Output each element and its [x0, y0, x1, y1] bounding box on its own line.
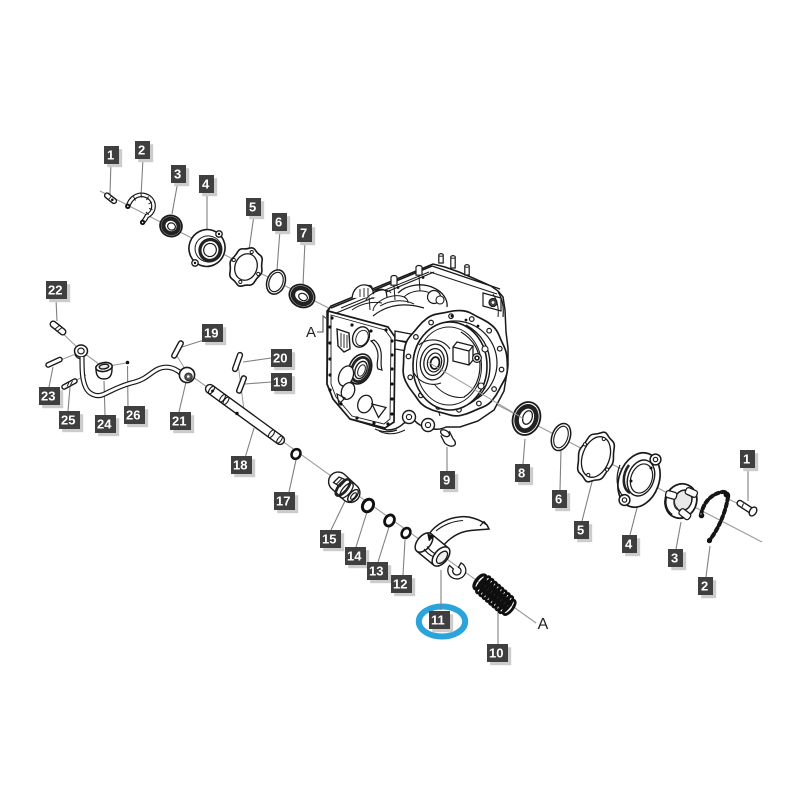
svg-text:A: A: [306, 324, 316, 341]
svg-text:5: 5: [249, 200, 256, 215]
svg-text:5: 5: [577, 523, 584, 538]
svg-text:1: 1: [743, 452, 750, 467]
svg-text:21: 21: [172, 414, 186, 429]
svg-text:20: 20: [273, 351, 287, 366]
svg-text:3: 3: [174, 167, 181, 182]
svg-text:14: 14: [347, 549, 362, 564]
svg-text:11: 11: [431, 613, 445, 628]
svg-text:8: 8: [518, 466, 525, 481]
svg-text:4: 4: [202, 177, 210, 192]
svg-text:10: 10: [489, 646, 503, 661]
svg-text:6: 6: [555, 492, 562, 507]
svg-text:22: 22: [48, 283, 62, 298]
svg-text:26: 26: [126, 408, 140, 423]
svg-text:24: 24: [97, 417, 112, 432]
svg-text:3: 3: [671, 551, 678, 566]
svg-text:6: 6: [275, 215, 282, 230]
svg-text:19: 19: [273, 375, 287, 390]
svg-text:1: 1: [107, 148, 114, 163]
svg-text:12: 12: [393, 577, 407, 592]
svg-text:25: 25: [61, 413, 75, 428]
svg-text:18: 18: [233, 458, 247, 473]
svg-text:13: 13: [369, 564, 383, 579]
svg-text:7: 7: [300, 226, 307, 241]
svg-text:2: 2: [701, 579, 708, 594]
svg-text:15: 15: [322, 532, 336, 547]
svg-text:17: 17: [276, 494, 290, 509]
svg-text:A: A: [538, 616, 549, 633]
svg-text:4: 4: [625, 537, 633, 552]
svg-text:23: 23: [41, 389, 55, 404]
svg-text:19: 19: [204, 326, 218, 341]
svg-text:9: 9: [443, 473, 450, 488]
svg-text:2: 2: [138, 143, 145, 158]
